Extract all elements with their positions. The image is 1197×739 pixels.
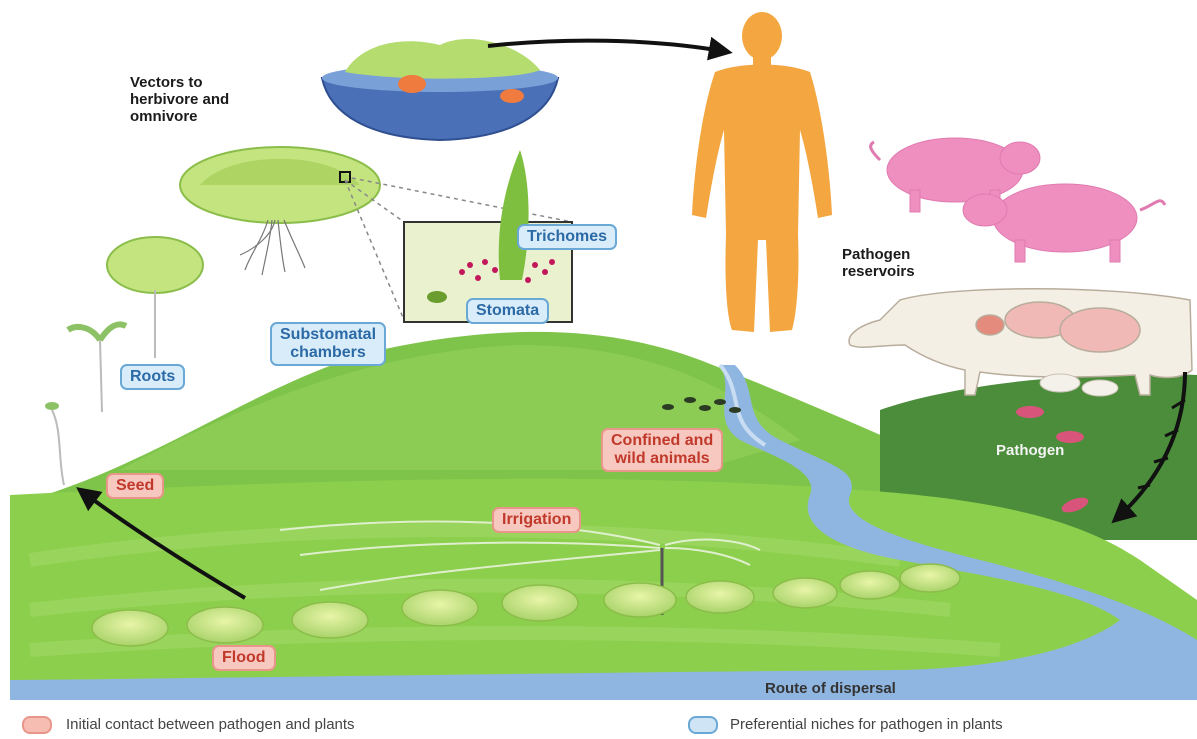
sprout: [68, 324, 126, 412]
flood-label: Flood: [212, 645, 276, 671]
trichomes-label: Trichomes: [517, 224, 617, 250]
vectors-label: Vectors to herbivore and omnivore: [130, 74, 229, 125]
legend-initial-contact: Initial contact between pathogen and pla…: [66, 716, 355, 733]
substomatal-chambers-label: Substomatal chambers: [270, 322, 386, 366]
young-lettuce: [107, 237, 203, 358]
germinating-seed: [45, 402, 64, 485]
stomata-label: Stomata: [466, 298, 549, 324]
seed-label: Seed: [106, 473, 164, 499]
trichome: [499, 150, 529, 280]
irrigation-label: Irrigation: [492, 507, 581, 533]
pathogen-label: Pathogen: [996, 442, 1064, 459]
pig-lower: [963, 184, 1165, 262]
salad-bowl: [322, 39, 558, 140]
roots-label: Roots: [120, 364, 185, 390]
legend-preferential-niches: Preferential niches for pathogen in plan…: [730, 716, 1003, 733]
legend-blue-swatch: [688, 716, 718, 734]
arrow-bowl-to-human: [488, 41, 728, 52]
cow: [849, 289, 1192, 395]
human-figure: [692, 12, 832, 332]
pathogen-reservoirs-label: Pathogen reservoirs: [842, 246, 915, 280]
lettuce-head: [180, 147, 380, 223]
confined-animals-label: Confined and wild animals: [601, 428, 723, 472]
legend-red-swatch: [22, 716, 52, 734]
stomata: [427, 291, 447, 303]
lettuce-roots: [240, 220, 305, 275]
route-of-dispersal-label: Route of dispersal: [765, 680, 896, 697]
